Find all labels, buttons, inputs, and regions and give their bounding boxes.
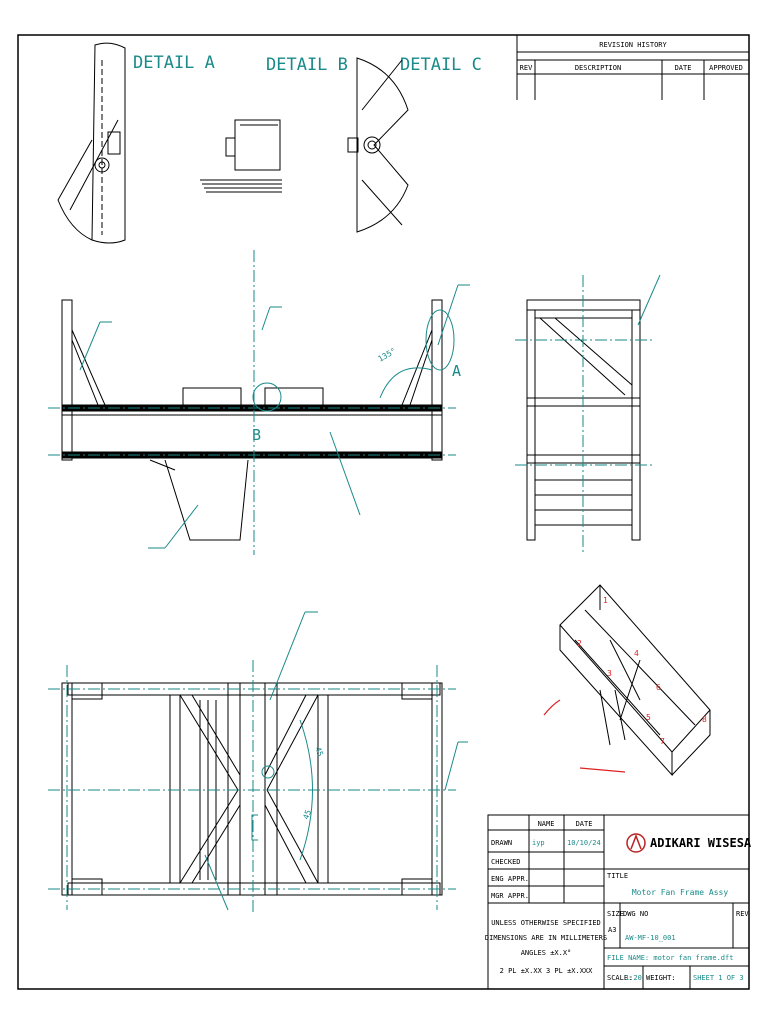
tb-dwg-label: DWG NO — [623, 910, 648, 918]
detail-a-label: DETAIL A — [133, 53, 215, 73]
tb-size: A3 — [608, 926, 616, 934]
tb-note-line4: 2 PL ±X.XX 3 PL ±X.XXX — [500, 967, 594, 975]
tb-col-date: DATE — [576, 820, 593, 828]
tb-col-name: NAME — [538, 820, 555, 828]
tb-rev-label: REV — [736, 910, 749, 918]
iso-markup-stroke-1 — [543, 699, 561, 716]
company-name: ADIKARI WISESA — [650, 836, 752, 850]
tb-size-label: SIZE — [607, 910, 624, 918]
iso-balloon-3: 3 — [607, 669, 612, 678]
iso-balloon-6: 6 — [656, 683, 661, 692]
tb-file-name: FILE NAME: motor fan frame.dft — [607, 954, 733, 962]
tb-dwg-no: AW-MF-10_001 — [625, 934, 676, 942]
revision-title: REVISION HISTORY — [599, 41, 667, 49]
top-view — [48, 611, 468, 915]
tb-checked-label: CHECKED — [491, 858, 521, 866]
tb-drawn-label: DRAWN — [491, 839, 512, 847]
angle-label-45-upper: 45 — [313, 746, 325, 758]
iso-markup-stroke-2 — [579, 767, 626, 773]
angle-label-45-lower: 45 — [301, 808, 313, 820]
view-label-b: B — [252, 426, 261, 444]
iso-balloon-4: 4 — [634, 649, 639, 658]
front-view — [48, 250, 470, 555]
iso-balloons: 1 2 3 4 5 6 7 8 — [577, 596, 707, 746]
company-logo — [626, 833, 646, 853]
revision-col-date: DATE — [675, 64, 692, 72]
tb-drawn-date: 10/10/24 — [567, 839, 601, 847]
tb-note-line2: DIMENSIONS ARE IN MILLIMETERS — [485, 934, 607, 942]
iso-balloon-1: 1 — [603, 596, 608, 605]
revision-col-description: DESCRIPTION — [575, 64, 621, 72]
tb-drawn-name: iyp — [532, 839, 545, 847]
iso-balloon-8: 8 — [702, 715, 707, 724]
revision-col-rev: REV — [520, 64, 533, 72]
detail-c-label: DETAIL C — [400, 55, 482, 75]
isometric-view — [559, 584, 711, 777]
detail-c-drawing — [347, 57, 409, 233]
detail-b-label: DETAIL B — [266, 55, 348, 75]
tb-title: Motor Fan Frame Assy — [632, 888, 729, 897]
view-label-a: A — [452, 362, 461, 380]
sheet-border — [17, 34, 750, 990]
tb-sheet: SHEET 1 OF 3 — [693, 974, 744, 982]
iso-balloon-7: 7 — [660, 737, 665, 746]
angle-label-135: 135° — [377, 346, 398, 363]
tb-weight-label: WEIGHT: — [646, 974, 676, 982]
iso-balloon-5: 5 — [646, 713, 651, 722]
tb-note-line3: ANGLES ±X.X° — [521, 949, 572, 957]
side-view — [515, 274, 661, 555]
tb-note-line1: UNLESS OTHERWISE SPECIFIED — [491, 919, 601, 927]
tb-title-label: TITLE — [607, 872, 628, 880]
detail-b-drawing — [200, 119, 282, 193]
tb-scale-label: SCALE: — [607, 974, 632, 982]
revision-col-approved: APPROVED — [709, 64, 743, 72]
tb-mgr-appr-label: MGR APPR. — [491, 892, 529, 900]
iso-balloon-2: 2 — [577, 639, 582, 648]
revision-table — [516, 35, 749, 100]
title-block-lines — [487, 814, 750, 990]
tb-eng-appr-label: ENG APPR. — [491, 875, 529, 883]
detail-a-drawing — [57, 42, 126, 244]
tb-scale: 1:20 — [625, 974, 642, 982]
